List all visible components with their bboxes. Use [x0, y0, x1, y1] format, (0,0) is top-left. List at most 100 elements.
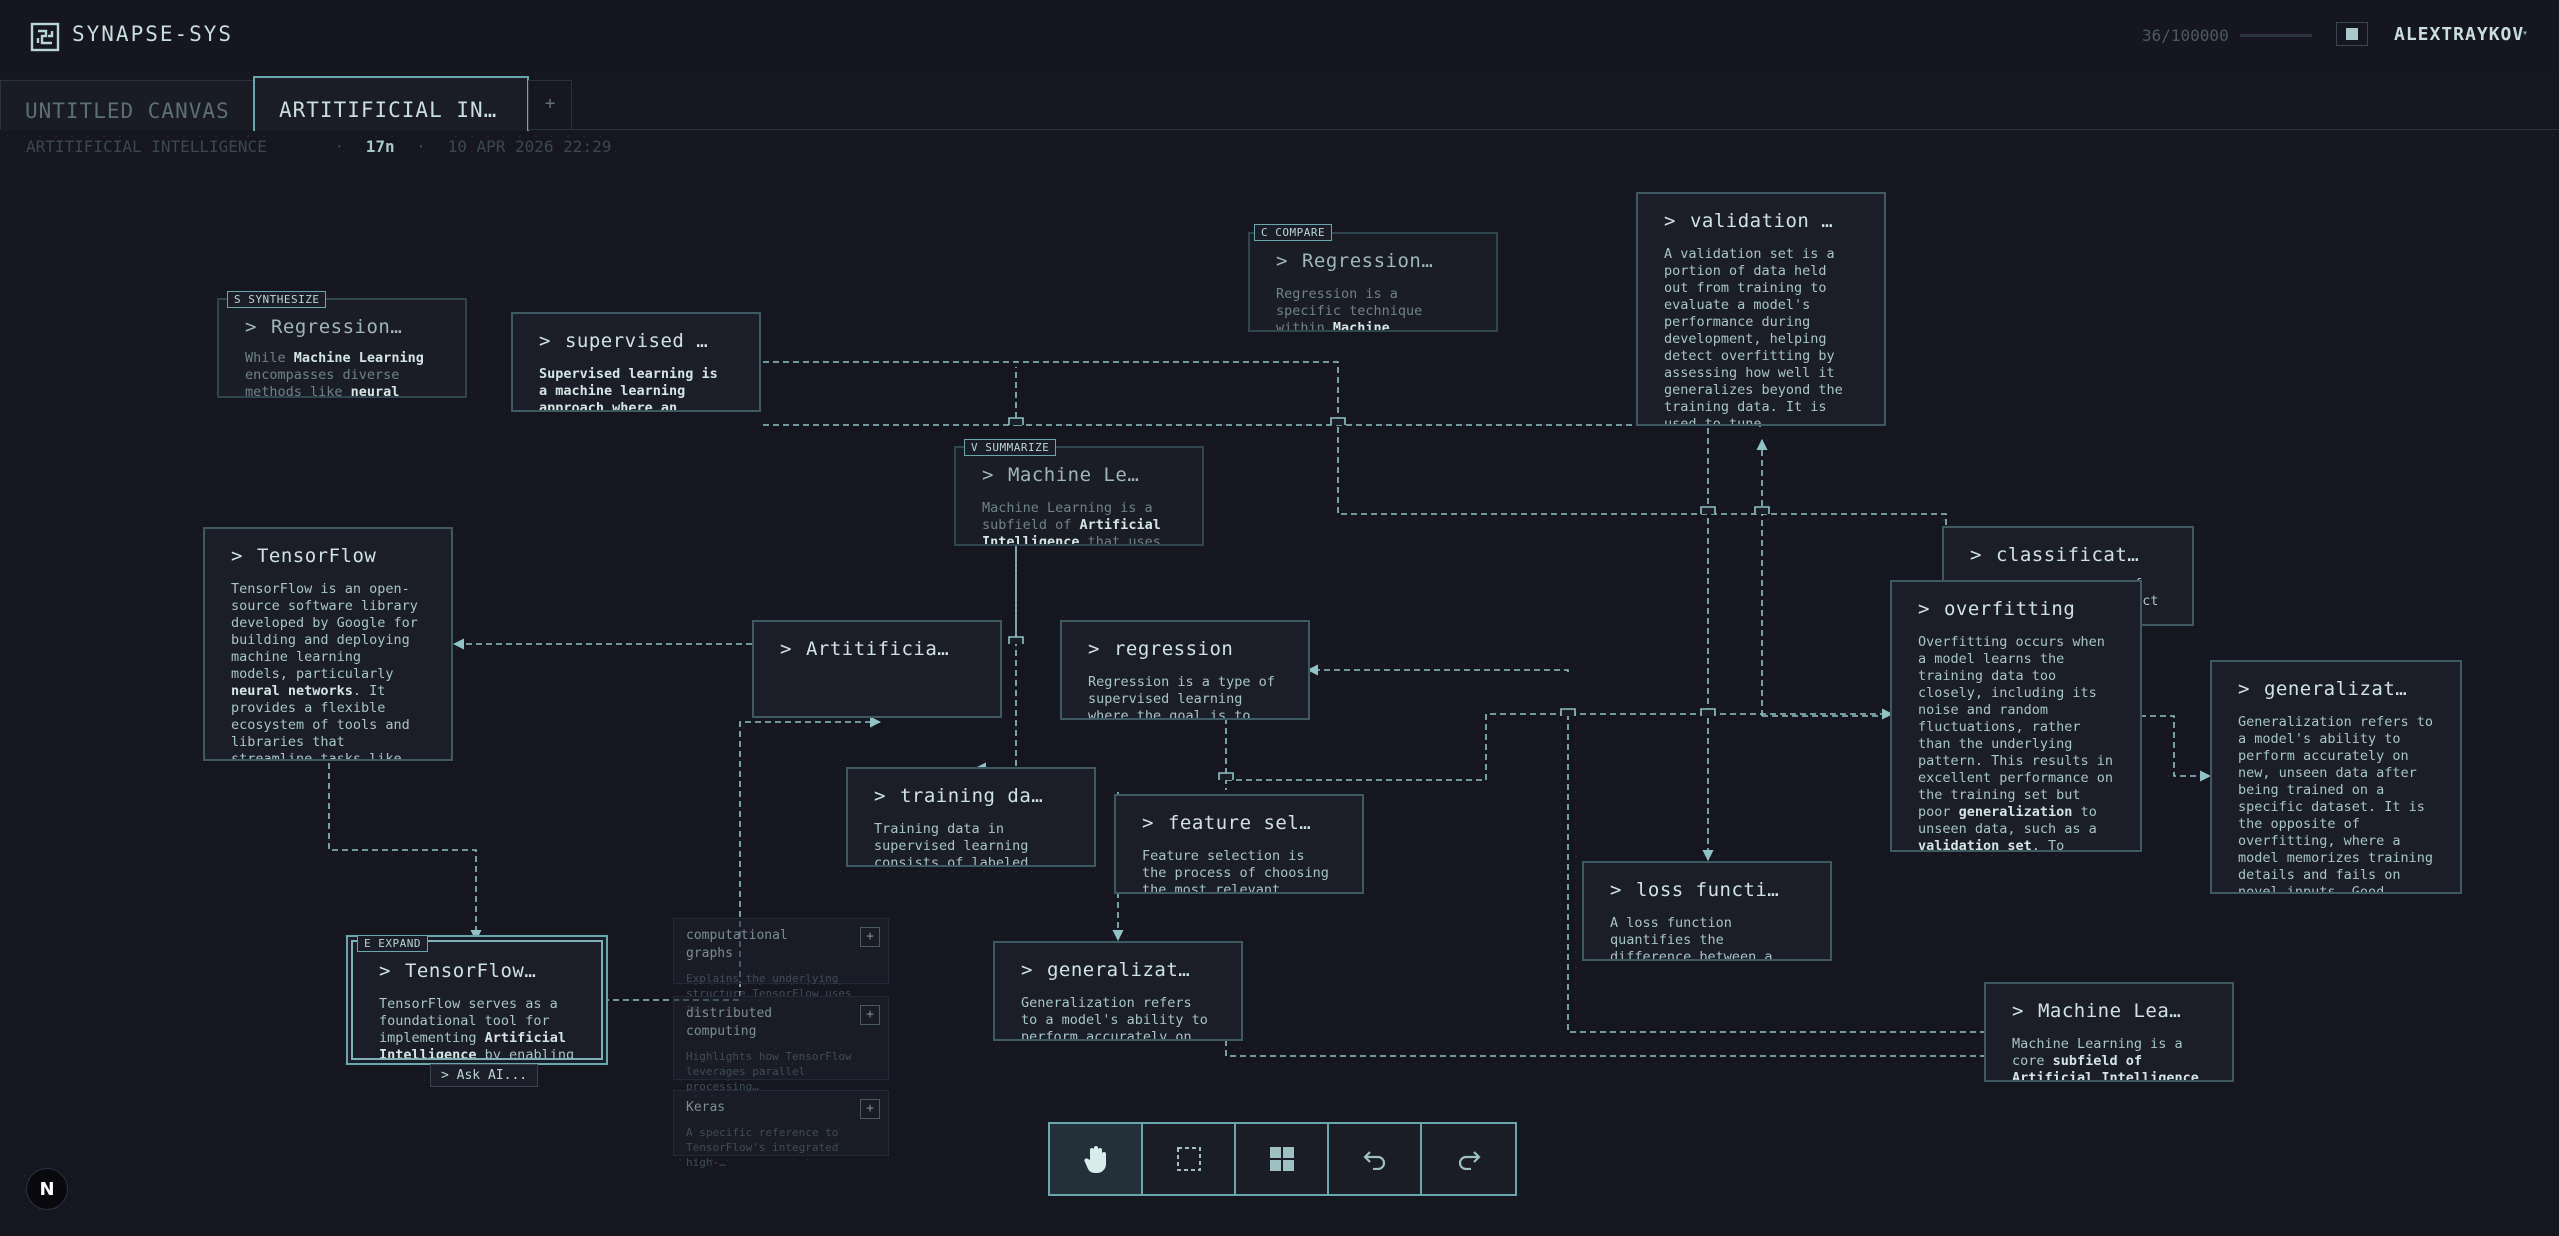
node-training-data[interactable]: >training da… Training data in supervise…	[846, 767, 1096, 867]
chevron-right-icon[interactable]: >	[2238, 678, 2250, 700]
chevron-right-icon[interactable]: >	[1276, 250, 1288, 272]
node-title: Machine Le…	[1007, 464, 1140, 486]
edge-junction	[1700, 506, 1716, 514]
suggestion-title: computational graphs	[686, 928, 788, 961]
chevron-right-icon[interactable]: >	[539, 330, 551, 352]
edge-junction	[1700, 708, 1716, 716]
node-regression[interactable]: >regression Regression is a type of supe…	[1060, 620, 1310, 720]
add-suggestion-button[interactable]: +	[860, 927, 880, 947]
chevron-right-icon[interactable]: >	[982, 464, 994, 486]
node-tensorflow[interactable]: >TensorFlow TensorFlow is an open-source…	[203, 527, 453, 761]
node-regression-compare[interactable]: >Regression… Regression is a specific te…	[1248, 232, 1498, 332]
chevron-right-icon[interactable]: >	[1970, 544, 1982, 566]
suggestion-title: distributed computing	[686, 1006, 773, 1039]
node-generalization-middle[interactable]: > generalizat… Generalization refers to a…	[993, 941, 1243, 1041]
edge	[2140, 715, 2212, 782]
hand-icon	[1083, 1146, 1106, 1174]
node-body: Supervised learning is a machine learnin…	[539, 366, 718, 412]
node-title: generalizat…	[1046, 959, 1191, 981]
chevron-right-icon[interactable]: >	[1142, 812, 1154, 834]
node-body: While Machine Learning encompasses diver…	[245, 350, 424, 398]
node-body: A validation set is a portion of data he…	[1664, 246, 1843, 426]
node-validation[interactable]: > validation … A validation set is a port…	[1636, 192, 1886, 426]
suggestion-item[interactable]: Keras A specific reference to TensorFlow…	[673, 1090, 889, 1169]
edge-junction	[1008, 636, 1024, 644]
chevron-right-icon[interactable]: >	[1088, 638, 1100, 660]
grid-tool-button[interactable]	[1236, 1124, 1329, 1194]
edge	[1226, 708, 1894, 781]
node-usage-bar	[2240, 34, 2312, 37]
edge	[1225, 1040, 1986, 1057]
suggestion-title: Keras	[686, 1100, 726, 1115]
node-machine-learning-bottom[interactable]: >Machine Lea… Machine Learning is a core…	[1984, 982, 2234, 1082]
node-title: loss functi…	[1635, 879, 1780, 901]
select-tool-button[interactable]	[1143, 1124, 1236, 1194]
marquee-select-icon	[1176, 1147, 1201, 1171]
synapse-logo-icon[interactable]	[30, 22, 60, 52]
badge-synthesize: S SYNTHESIZE	[227, 291, 327, 308]
chevron-down-icon[interactable]: ▾	[2522, 28, 2529, 39]
hand-tool-button[interactable]	[1050, 1124, 1143, 1194]
node-title: TensorFlow…	[404, 960, 537, 982]
node-title: validation …	[1689, 210, 1834, 232]
node-body: TensorFlow serves as a foundational tool…	[379, 996, 575, 1060]
chevron-right-icon[interactable]: >	[874, 785, 886, 807]
chevron-right-icon[interactable]: >	[379, 960, 391, 982]
chevron-right-icon[interactable]: >	[245, 316, 257, 338]
badge-summarize: V SUMMARIZE	[964, 439, 1057, 456]
node-body: Regression is a type of supervised learn…	[1088, 674, 1275, 720]
chevron-right-icon[interactable]: >	[780, 638, 792, 660]
add-suggestion-button[interactable]: +	[860, 1005, 880, 1025]
node-generalization-right[interactable]: >generalizat… Generalization refers to a…	[2210, 660, 2462, 894]
chevron-right-icon[interactable]: >	[1021, 959, 1033, 981]
node-artificial-intelligence[interactable]: >Artitificia…	[752, 620, 1002, 718]
node-machine-learning[interactable]: > Machine Le… Machine Learning is a subfi…	[954, 446, 1204, 546]
edge-junction	[1754, 506, 1770, 514]
node-overfitting[interactable]: > overfitting Overfitting occurs when a m…	[1890, 580, 2142, 852]
node-body: Feature selection is the process of choo…	[1142, 848, 1329, 894]
ask-ai-button[interactable]: > Ask AI...	[430, 1064, 539, 1087]
node-title: feature sel…	[1167, 812, 1312, 834]
add-suggestion-button[interactable]: +	[860, 1099, 880, 1119]
chevron-right-icon[interactable]: >	[2012, 1000, 2024, 1022]
node-feature-selection[interactable]: > feature sel… Feature selection is the p…	[1114, 794, 1364, 894]
user-menu[interactable]: ALEXTRAYKOV	[2394, 24, 2525, 45]
node-supervised[interactable]: >supervised … Supervised learning is a m…	[511, 312, 761, 412]
node-count: 17n	[365, 137, 395, 156]
node-body: TensorFlow is an open-source software li…	[231, 581, 418, 761]
tab-untitled-canvas[interactable]: UNTITLED CANVAS	[0, 80, 254, 130]
add-tab-button[interactable]: +	[528, 80, 572, 130]
canvas-title: ARTITIFICIAL INTELLIGENCE	[26, 137, 267, 156]
stop-square-icon	[2346, 28, 2358, 40]
undo-button[interactable]	[1329, 1124, 1422, 1194]
suggestion-item[interactable]: computational graphs Explains the underl…	[673, 918, 889, 1015]
node-title: overfitting	[1943, 598, 2076, 620]
chevron-right-icon[interactable]: >	[231, 545, 243, 567]
edge-junction	[1330, 417, 1346, 425]
node-body: Machine Learning is a subfield of Artifi…	[982, 500, 1161, 546]
node-regression-synthesize[interactable]: > Regression… While Machine Learning enco…	[217, 298, 467, 398]
undo-icon	[1362, 1151, 1385, 1170]
node-body: Overfitting occurs when a model learns t…	[1918, 634, 2114, 852]
node-loss-function[interactable]: >loss functi… A loss function quantifies…	[1582, 861, 1832, 961]
node-title: Regression…	[270, 316, 403, 338]
chevron-right-icon[interactable]: >	[1918, 598, 1930, 620]
node-body: Training data in supervised learning con…	[874, 821, 1029, 867]
edge	[328, 763, 482, 942]
chevron-right-icon[interactable]: >	[1610, 879, 1622, 901]
redo-button[interactable]	[1422, 1124, 1515, 1194]
n-logo-button[interactable]: N	[26, 1168, 68, 1210]
node-body: Generalization refers to a model's abili…	[1021, 995, 1208, 1041]
grid-icon	[1269, 1147, 1294, 1171]
badge-compare: C COMPARE	[1254, 224, 1333, 241]
node-tensorflow-expand[interactable]: > TensorFlow… TensorFlow serves as a foun…	[351, 940, 603, 1060]
canvas-tabs: UNTITLED CANVAS ARTITIFICIAL IN… +	[0, 72, 2559, 131]
node-counter: 36/100000	[2142, 26, 2229, 45]
canvas-timestamp: 10 APR 2026 22:29	[447, 137, 612, 156]
tab-artificial-intelligence[interactable]: ARTITIFICIAL IN…	[253, 76, 529, 131]
edge-junction	[1560, 708, 1576, 716]
suggestion-item[interactable]: distributed computing Highlights how Ten…	[673, 996, 889, 1093]
stop-button[interactable]	[2336, 22, 2368, 46]
chevron-right-icon[interactable]: >	[1664, 210, 1676, 232]
node-body: Regression is a specific technique withi…	[1276, 286, 1423, 332]
